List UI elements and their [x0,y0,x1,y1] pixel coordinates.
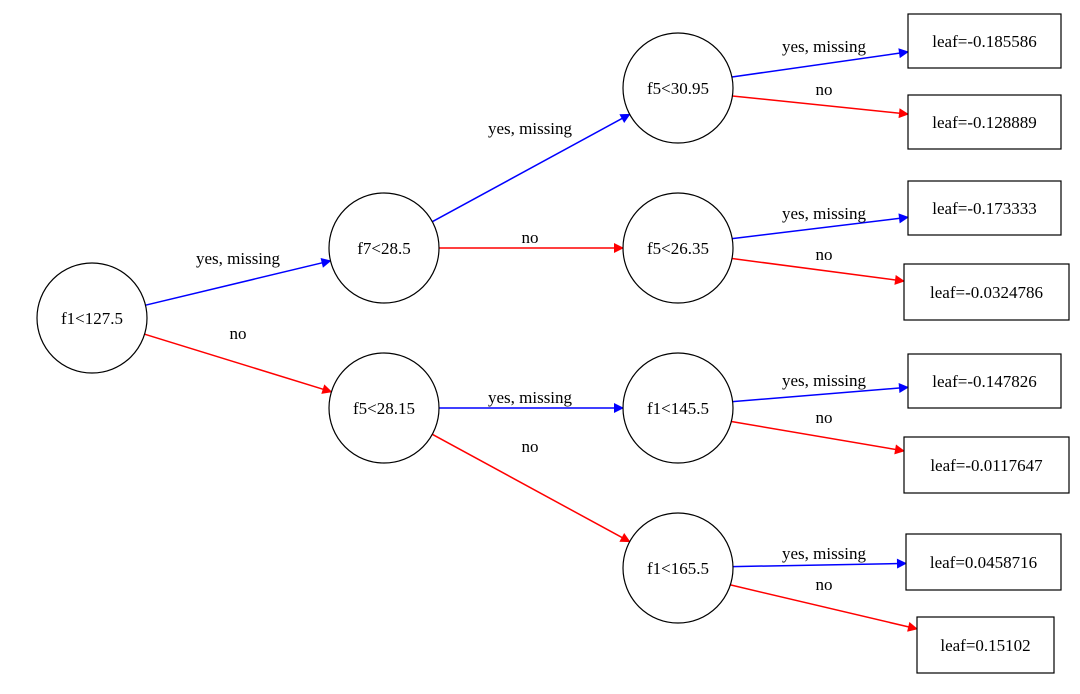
decision-node-n0: f1<127.5 [36,262,148,374]
edge-label-yes: yes, missing [196,249,281,268]
leaf-node-label: leaf=-0.185586 [932,32,1036,51]
decision-node-circle [622,512,734,624]
edge-label-no: no [522,228,539,247]
leaf-node-l4: leaf=-0.147826 [907,353,1062,409]
edge-label-no: no [522,437,539,456]
decision-node-n1: f7<28.5 [328,192,440,304]
leaf-node-box [903,436,1070,494]
leaf-node-l6: leaf=0.0458716 [905,533,1062,591]
edge-label-no: no [816,245,833,264]
edge-line-yes [145,258,332,306]
edge-line-no [431,433,631,543]
edge-label-no: no [816,575,833,594]
decision-node-n6: f1<165.5 [622,512,734,624]
edge-n4-l3: no [731,245,905,285]
decision-node-label: f5<30.95 [647,79,709,98]
decision-node-label: f5<26.35 [647,239,709,258]
decision-node-circle [328,192,440,304]
edge-n0-n1: yes, missing [145,249,332,306]
leaf-node-label: leaf=0.0458716 [930,553,1037,572]
edge-line-no [731,420,905,455]
decision-node-n4: f5<26.35 [622,192,734,304]
edge-label-yes: yes, missing [782,204,867,223]
leaf-node-l3: leaf=-0.0324786 [903,263,1070,321]
edge-line-no [731,257,905,285]
leaf-node-box [905,533,1062,591]
edge-line-yes [732,558,907,569]
edge-n5-l4: yes, missing [732,371,909,403]
decision-node-circle [36,262,148,374]
decision-node-label: f5<28.15 [353,399,415,418]
leaf-node-l7: leaf=0.15102 [916,616,1055,674]
edge-line-no [144,333,333,394]
decision-node-n5: f1<145.5 [622,352,734,464]
edge-n6-l7: no [730,575,918,632]
leaf-node-box [907,13,1062,69]
leaf-node-l5: leaf=-0.0117647 [903,436,1070,494]
edge-label-no: no [816,80,833,99]
edge-n3-l0: yes, missing [731,37,909,78]
leaf-node-label: leaf=-0.147826 [932,372,1036,391]
leaf-node-box [907,94,1062,150]
leaf-node-box [903,263,1070,321]
edge-label-yes: yes, missing [782,544,867,563]
edge-n2-n6: no [431,433,631,543]
edge-n5-l5: no [731,408,905,455]
edge-line-yes [431,113,631,223]
leaf-node-box [916,616,1055,674]
edge-n3-l1: no [732,80,909,119]
decision-node-circle [622,192,734,304]
decision-node-label: f7<28.5 [357,239,411,258]
edge-label-no: no [816,408,833,427]
decision-node-circle [622,32,734,144]
leaf-node-box [907,180,1062,236]
edge-line-yes [731,48,909,78]
decision-node-circle [622,352,734,464]
edge-line-yes [732,383,909,403]
edge-n2-n5: yes, missing [439,388,624,413]
leaf-node-l1: leaf=-0.128889 [907,94,1062,150]
edge-n6-l6: yes, missing [732,544,907,569]
leaf-node-label: leaf=-0.173333 [932,199,1036,218]
leaf-node-box [907,353,1062,409]
edge-label-yes: yes, missing [782,37,867,56]
edge-n0-n2: no [144,324,333,394]
edge-line-no [730,584,918,632]
decision-node-label: f1<145.5 [647,399,709,418]
decision-node-n2: f5<28.15 [328,352,440,464]
leaf-node-label: leaf=-0.0324786 [930,283,1043,302]
edge-label-yes: yes, missing [488,388,573,407]
edge-label-yes: yes, missing [782,371,867,390]
edge-n4-l2: yes, missing [732,204,909,240]
leaf-node-label: leaf=-0.0117647 [930,456,1043,475]
leaf-node-l0: leaf=-0.185586 [907,13,1062,69]
nodes-layer: f1<127.5 f7<28.5 f5<28.15 f5<30.95 f5<26.35 f… [36,13,1070,674]
edges-layer: yes, missing no yes, missing no yes, missing… [144,37,918,632]
edge-line-no [732,95,909,119]
edge-n1-n4: no [439,228,624,253]
edge-line-yes [732,213,909,240]
leaf-node-label: leaf=-0.128889 [932,113,1036,132]
edge-n1-n3: yes, missing [431,113,631,223]
decision-node-label: f1<127.5 [61,309,123,328]
decision-node-circle [328,352,440,464]
leaf-node-label: leaf=0.15102 [940,636,1030,655]
edge-label-no: no [230,324,247,343]
edge-label-yes: yes, missing [488,119,573,138]
leaf-node-l2: leaf=-0.173333 [907,180,1062,236]
decision-node-n3: f5<30.95 [622,32,734,144]
decision-node-label: f1<165.5 [647,559,709,578]
